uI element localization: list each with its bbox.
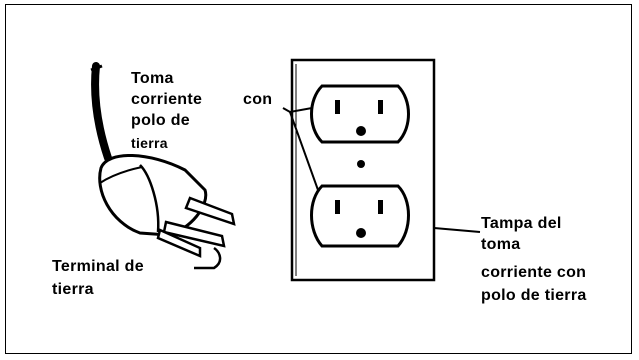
power-cord (91, 62, 112, 162)
outlet-label-line: polo de (131, 112, 190, 129)
upper-receptacle-icon (310, 84, 410, 144)
cover-label-line: corriente con (481, 264, 587, 281)
outlet-label-line: con (243, 91, 273, 108)
terminal-label-line: Terminal de (52, 258, 144, 275)
center-screw-icon (357, 160, 365, 168)
cover-label-line: Tampa del (481, 215, 562, 232)
outlet-label-line: tierra (131, 135, 168, 151)
outlet-label-line: corriente (131, 91, 203, 108)
terminal-label-line: tierra (52, 281, 94, 298)
lower-receptacle-icon (310, 184, 410, 248)
plug-icon (98, 153, 236, 258)
cover-label-line: toma (481, 236, 521, 253)
cover-leader (433, 227, 481, 233)
cover-label-line: polo de tierra (481, 287, 587, 304)
terminal-leader (194, 246, 222, 270)
outlet-label-line: Toma (131, 70, 174, 87)
